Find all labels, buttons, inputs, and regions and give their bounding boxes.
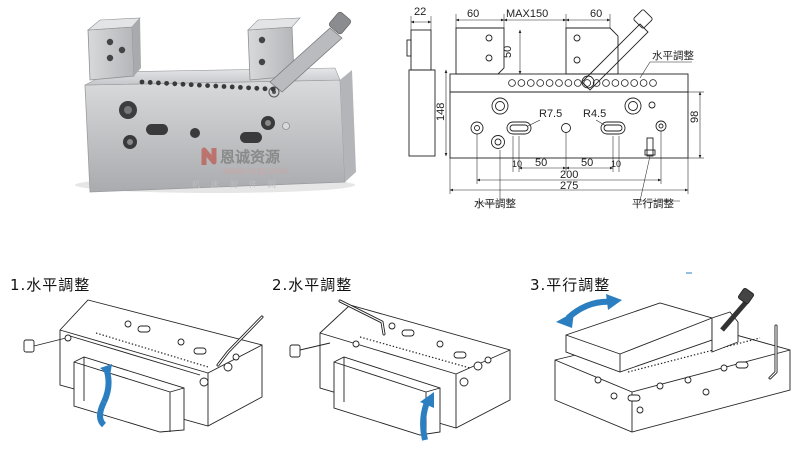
- step-2-title: 2.水平調整: [272, 276, 352, 294]
- drawing-hole: [508, 79, 516, 87]
- photo-hole: [270, 86, 276, 92]
- dim-148: 148: [435, 103, 447, 121]
- dim-60-left: 60: [467, 8, 479, 20]
- step-1-title: 1.水平調整: [10, 276, 90, 294]
- photo-hole: [139, 79, 145, 85]
- photo-hole: [229, 84, 235, 90]
- photo-hole: [147, 80, 153, 85]
- photo-hole: [156, 80, 161, 86]
- drawing-hole: [545, 79, 554, 87]
- dim-r4-5: R4.5: [583, 108, 606, 120]
- drawing-hole: [573, 79, 582, 87]
- drawing-hole: [611, 79, 620, 87]
- watermark-logo-icon: [201, 147, 217, 165]
- dim-60-right: 60: [590, 8, 602, 20]
- drawing-hole: [592, 79, 601, 87]
- photo-hole: [197, 82, 202, 88]
- drawing-hole: [536, 79, 544, 87]
- photo-hole: [180, 81, 186, 87]
- drawing-hole: [620, 79, 629, 87]
- label-parallel-adjust: 平行調整: [632, 197, 674, 210]
- photo-hole: [172, 81, 178, 87]
- step-2-diagram: [289, 299, 511, 441]
- watermark-slogan: 机床附件网: [192, 179, 287, 189]
- side-view: [406, 16, 448, 157]
- drawing-hole-row: [508, 79, 657, 87]
- photo-hole: [262, 86, 268, 92]
- drawing-hole: [639, 79, 648, 87]
- watermark-brand: 恩诚资源: [220, 148, 280, 166]
- step-3-diagram: [554, 287, 791, 433]
- drawing-hole: [564, 79, 573, 87]
- dim-22: 22: [414, 6, 426, 18]
- dimension-texts: 22 60 MAX150 60 50 148 98 R7.5 R4.5 10 5…: [414, 6, 701, 210]
- technical-drawing: [406, 9, 704, 204]
- photo-hole: [205, 83, 211, 88]
- watermark-url: www.sczy.com: [222, 166, 288, 177]
- photo-hole: [246, 85, 252, 91]
- label-top-level-adjust: 水平調整: [652, 49, 694, 62]
- photo-hole: [221, 84, 227, 89]
- dim-50-a: 50: [535, 157, 547, 169]
- drawing-hole: [555, 79, 563, 87]
- dim-98: 98: [689, 111, 701, 123]
- dim-275: 275: [560, 180, 578, 192]
- step-3-title: 3.平行調整: [530, 276, 610, 294]
- photo-hole: [213, 83, 219, 89]
- dim-r7-5: R7.5: [539, 108, 562, 120]
- dimension-lines: [449, 14, 704, 204]
- dim-50-b: 50: [581, 157, 593, 169]
- dim-max150: MAX150: [506, 8, 548, 20]
- photo-hole: [238, 85, 243, 90]
- drawing-hole: [630, 79, 638, 87]
- photo-hole: [164, 80, 170, 86]
- photo-hole: [254, 85, 260, 91]
- drawing-hole: [517, 79, 526, 87]
- front-view: [449, 9, 689, 159]
- drawing-hole: [649, 79, 657, 87]
- watermark: 恩诚资源 www.sczy.com 机床附件网: [192, 147, 288, 189]
- photo-hole: [188, 82, 194, 88]
- step-1-diagram: [23, 299, 264, 433]
- photo-hole-row: [139, 79, 276, 92]
- label-bottom-level-adjust: 水平調整: [474, 197, 516, 210]
- drawing-hole: [583, 79, 591, 87]
- dim-200: 200: [560, 169, 578, 181]
- dim-50-vertical: 50: [502, 46, 514, 58]
- vise-photo: [75, 11, 356, 193]
- dim-10-right: 10: [611, 159, 621, 169]
- drawing-hole: [602, 79, 610, 87]
- dim-10-left: 10: [512, 159, 522, 169]
- drawing-hole: [526, 79, 535, 87]
